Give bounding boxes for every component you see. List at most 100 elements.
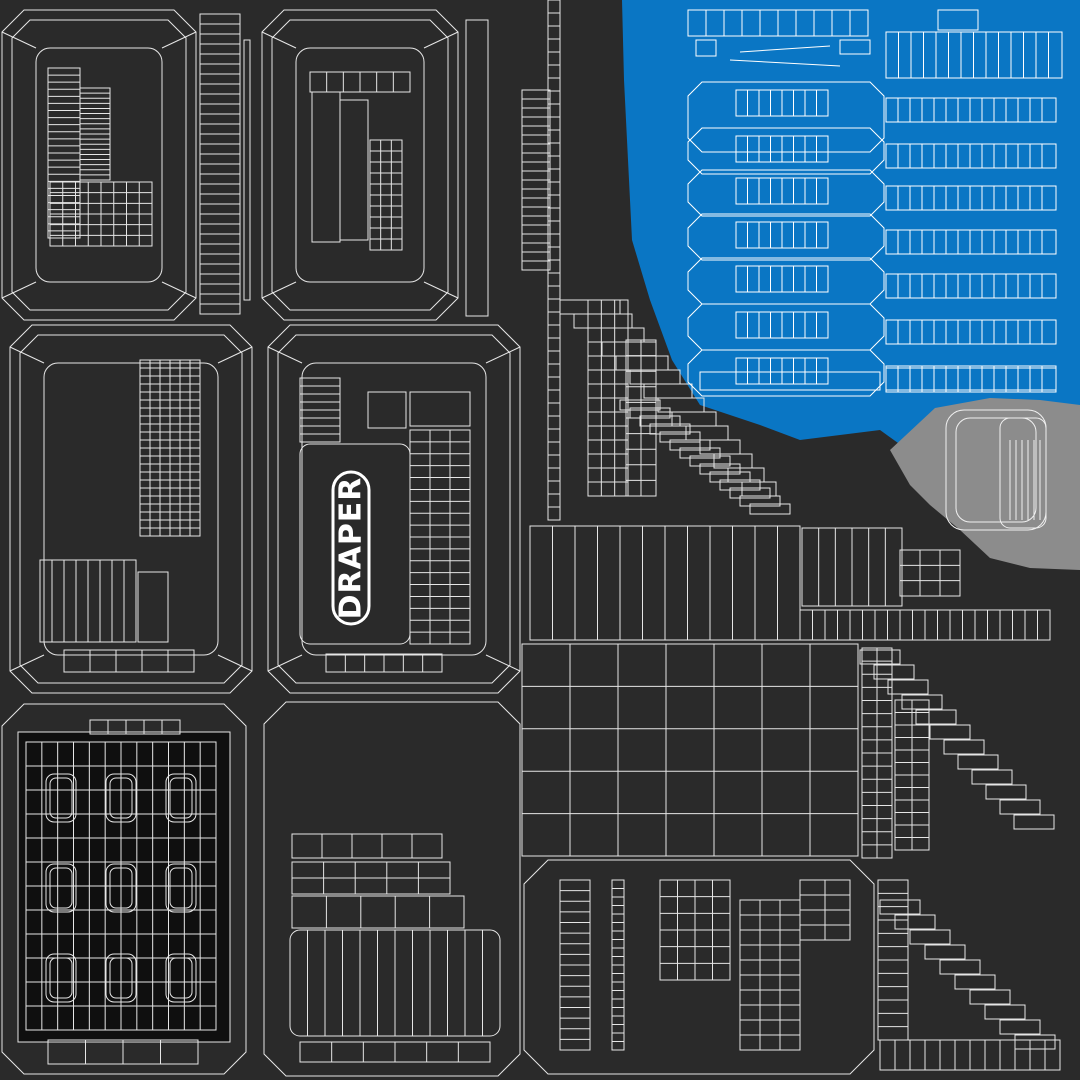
wire-rect	[137, 571, 169, 643]
blue-wire-octagon	[687, 213, 885, 261]
wire-line	[485, 346, 521, 364]
wire-rect	[943, 739, 985, 755]
wire-rect	[954, 974, 996, 990]
wire-rect	[649, 423, 691, 435]
wire-rect	[291, 895, 465, 929]
wire-rect	[741, 481, 777, 497]
wire-rect	[639, 415, 681, 427]
tray-inner	[301, 362, 487, 656]
blue-wire-line	[739, 45, 831, 53]
tray-mid	[19, 334, 243, 684]
tray-inner	[43, 362, 219, 656]
slot-outline	[45, 773, 77, 823]
wire-rect	[729, 487, 771, 499]
wire-rect	[984, 1004, 1026, 1020]
wire-rect	[909, 929, 951, 945]
wire-rect	[521, 643, 859, 857]
wire-rect	[1013, 814, 1055, 830]
blue-wire-rect	[695, 39, 717, 57]
tray-bottom-mid	[263, 701, 521, 1077]
slot-outline	[165, 863, 197, 913]
tray-inner	[295, 47, 425, 283]
blue-wire-rect	[885, 185, 1057, 211]
blue-wire-octagon	[687, 127, 885, 175]
slot	[169, 867, 193, 909]
tray-outer	[1, 9, 197, 321]
wire-rect	[915, 709, 957, 725]
slot	[49, 777, 73, 819]
slot	[49, 867, 73, 909]
wire-rect	[971, 769, 1013, 785]
wire-rect	[939, 959, 981, 975]
slot-outline	[45, 863, 77, 913]
wire-line	[261, 281, 297, 299]
wire-line	[217, 654, 253, 672]
wire-rect	[899, 549, 961, 597]
tray-mid	[271, 19, 449, 311]
blue-wire-rect	[699, 371, 881, 391]
tray-inner	[35, 47, 163, 283]
wire-line	[485, 654, 521, 672]
tray-outer	[261, 9, 459, 321]
wire-rect	[999, 799, 1041, 815]
slot-outline	[165, 953, 197, 1003]
wire-line	[9, 346, 45, 364]
blue-wire-line	[729, 59, 841, 67]
tray-outer	[9, 324, 253, 694]
wire-rect	[89, 719, 181, 735]
wire-rect	[749, 503, 791, 515]
tray-bottom-right	[523, 859, 875, 1075]
wire-rect	[901, 694, 943, 710]
wire-line	[423, 281, 459, 299]
wire-rect	[957, 754, 999, 770]
wire-rect	[339, 99, 369, 241]
gray-wire-rect	[999, 417, 1047, 529]
wire-rect	[873, 664, 915, 680]
slot	[49, 957, 73, 999]
slot-outline	[105, 773, 137, 823]
wire-rect	[929, 724, 971, 740]
blue-wire-rect	[885, 367, 1057, 393]
grid-panel	[17, 731, 231, 1043]
wire-rect	[409, 391, 471, 427]
wire-line	[267, 346, 303, 364]
blue-wire-octagon	[687, 349, 885, 397]
draper-logo-text: DRAPER	[334, 477, 369, 620]
slot-outline	[45, 953, 77, 1003]
wire-rect	[659, 431, 701, 443]
blue-wire-octagon	[687, 169, 885, 217]
wire-rect	[619, 399, 661, 411]
wire-line	[1, 31, 37, 49]
wire-rect	[894, 914, 936, 930]
tray-outer	[267, 324, 521, 694]
wire-line	[267, 654, 303, 672]
blue-wire-rect	[839, 39, 871, 55]
slot	[169, 777, 193, 819]
blue-wire-rect	[885, 273, 1057, 299]
wire-line	[1, 281, 37, 299]
blue-wire-rect	[885, 319, 1057, 345]
wire-rect	[985, 784, 1027, 800]
wire-line	[423, 31, 459, 49]
slot-outline	[165, 773, 197, 823]
wire-line	[217, 346, 253, 364]
wire-rect	[465, 19, 489, 317]
gray-island	[890, 398, 1080, 570]
tray-mid	[277, 334, 511, 684]
slot	[169, 957, 193, 999]
blue-wire-rect	[937, 9, 979, 31]
tray-bottom-left	[1, 703, 247, 1075]
slot-outline	[105, 953, 137, 1003]
blue-wire-group	[687, 9, 1063, 397]
slot	[109, 867, 133, 909]
slot	[109, 957, 133, 999]
wire-line	[261, 31, 297, 49]
blue-wire-rect	[885, 229, 1057, 255]
wire-line	[9, 654, 45, 672]
wire-rect	[367, 391, 407, 429]
gray-wire-rect	[955, 417, 1037, 523]
wire-line	[161, 31, 197, 49]
wire-rect	[924, 944, 966, 960]
wire-rect	[689, 455, 731, 467]
